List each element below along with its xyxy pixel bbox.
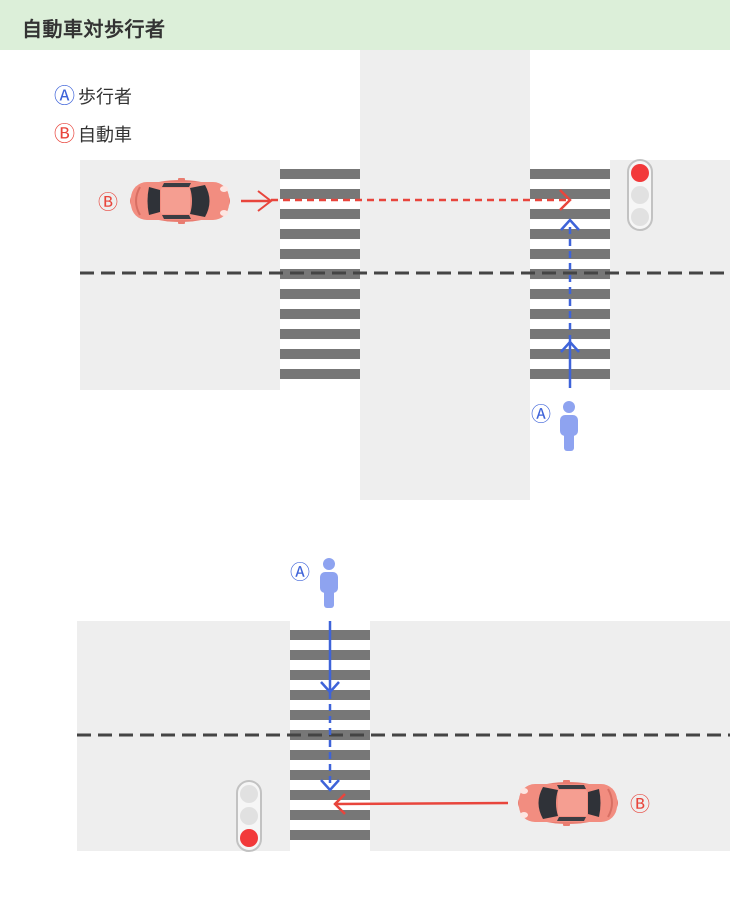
header-bar: 自動車対歩行者 <box>0 0 730 50</box>
crosswalk-stripe <box>530 209 610 219</box>
crosswalk-stripe <box>530 189 610 199</box>
scene2-pedestrian-path <box>320 621 340 792</box>
scene1-pedestrian-path <box>560 218 580 388</box>
crosswalk-stripe <box>290 810 370 820</box>
crosswalk-stripe <box>290 770 370 780</box>
legend-item-car: Ⓑ 自動車 <box>54 122 132 146</box>
legend-label-car: 自動車 <box>78 125 132 146</box>
legend-mark-a: Ⓐ <box>54 83 75 108</box>
scene1-traffic-signal <box>627 159 653 231</box>
crosswalk-stripe <box>280 289 360 299</box>
crosswalk-stripe <box>280 209 360 219</box>
legend-mark-b: Ⓑ <box>54 121 75 146</box>
crosswalk-stripe <box>280 349 360 359</box>
page-title: 自動車対歩行者 <box>22 17 166 41</box>
crosswalk-stripe <box>280 309 360 319</box>
crosswalk-stripe <box>530 329 610 339</box>
crosswalk-stripe <box>290 710 370 720</box>
scene2-pedestrian <box>320 558 338 608</box>
scene2: Ⓐ Ⓑ <box>77 558 730 852</box>
signal-light-off <box>631 186 649 204</box>
crosswalk-stripe <box>280 169 360 179</box>
signal-light-off <box>631 208 649 226</box>
scene1-car-path <box>241 189 572 212</box>
crosswalk-stripe <box>280 329 360 339</box>
legend-label-pedestrian: 歩行者 <box>78 87 132 108</box>
scene2-car-path <box>333 793 509 815</box>
scene1-car <box>129 177 231 225</box>
crosswalk-stripe <box>530 169 610 179</box>
scene2-pedestrian-mark: Ⓐ <box>290 560 310 584</box>
scene2-traffic-signal <box>236 780 262 852</box>
scene1-pedestrian <box>560 401 578 451</box>
crosswalk-stripe <box>280 369 360 379</box>
legend-item-pedestrian: Ⓐ 歩行者 <box>54 84 132 108</box>
crosswalk-stripe <box>290 830 370 840</box>
signal-light-off <box>240 785 258 803</box>
crosswalk-stripe <box>290 790 370 800</box>
scene1-pedestrian-mark: Ⓐ <box>531 402 551 426</box>
crosswalk-stripe <box>280 229 360 239</box>
scene2-car-mark: Ⓑ <box>630 792 650 816</box>
scene1-car-mark: Ⓑ <box>98 190 118 214</box>
signal-red-light <box>240 829 258 847</box>
scene2-car <box>517 779 619 827</box>
crosswalk-stripe <box>280 249 360 259</box>
scene1-cross-road <box>360 50 530 500</box>
scene1: Ⓑ Ⓐ <box>80 50 730 500</box>
crosswalk-stripe <box>280 189 360 199</box>
signal-red-light <box>631 164 649 182</box>
signal-light-off <box>240 807 258 825</box>
